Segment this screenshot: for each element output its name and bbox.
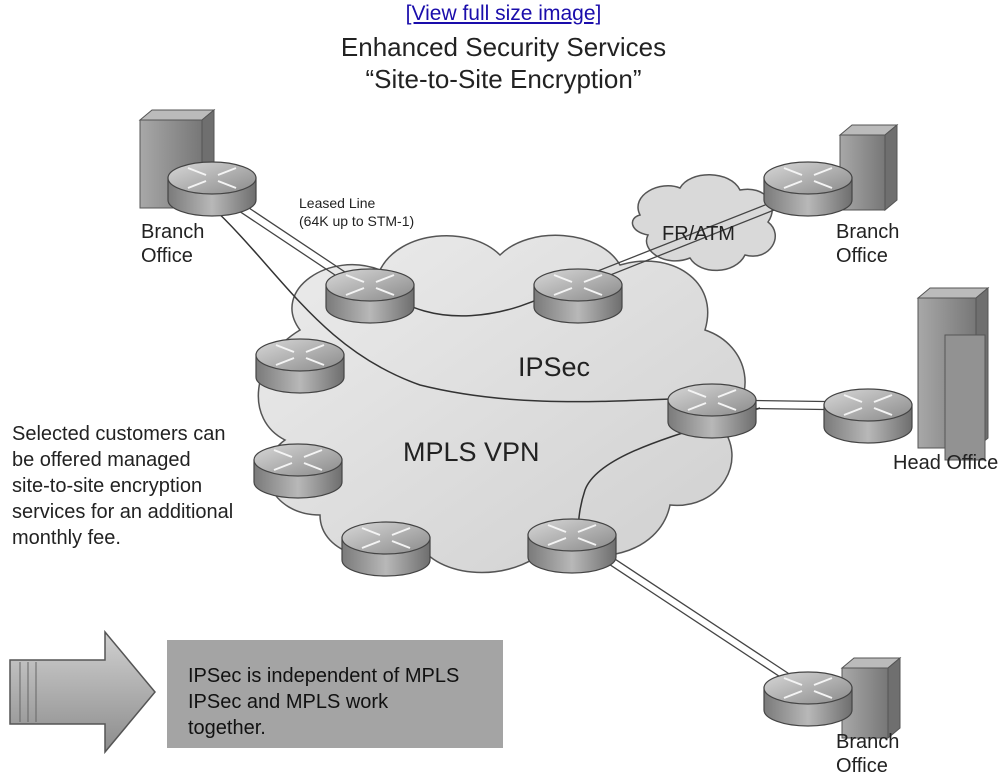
fr-atm-label: FR/ATM: [662, 223, 735, 245]
router-branch-tl: [167, 161, 257, 217]
ipsec-label: IPSec: [518, 352, 591, 382]
side-note: Selected customers can be offered manage…: [12, 423, 234, 549]
head-office-label: Head Office: [893, 452, 999, 474]
routers: [167, 161, 913, 727]
router-pe-3: [255, 338, 345, 394]
router-branch-tr: [763, 161, 853, 217]
branch-office-br-label: Branch Office: [836, 731, 900, 778]
router-pe-2: [533, 268, 623, 324]
branch-office-tl-label: Branch Office: [141, 221, 205, 268]
view-full-size-link[interactable]: [View full size image]: [405, 2, 602, 25]
building-head-office: [916, 286, 990, 461]
fr-atm-cloud: [631, 174, 776, 272]
branch-office-tr-label: Branch Office: [836, 221, 900, 268]
router-pe-4: [253, 443, 343, 499]
callout-box: [167, 640, 503, 748]
diagram-subtitle: “Site-to-Site Encryption”: [365, 64, 642, 94]
callout-arrow: [9, 629, 156, 755]
router-branch-br: [763, 671, 853, 727]
mpls-vpn-label: MPLS VPN: [403, 437, 540, 467]
router-head-pe: [667, 383, 757, 439]
router-pe-5: [341, 521, 431, 577]
router-pe-6: [527, 518, 617, 574]
diagram-title: Enhanced Security Services: [340, 32, 667, 62]
leased-line-label: Leased Line (64K up to STM-1): [299, 195, 415, 229]
callout-text: IPSec is independent of MPLS IPSec and M…: [188, 665, 460, 739]
router-pe-1: [325, 268, 415, 324]
router-head-office: [823, 388, 913, 444]
